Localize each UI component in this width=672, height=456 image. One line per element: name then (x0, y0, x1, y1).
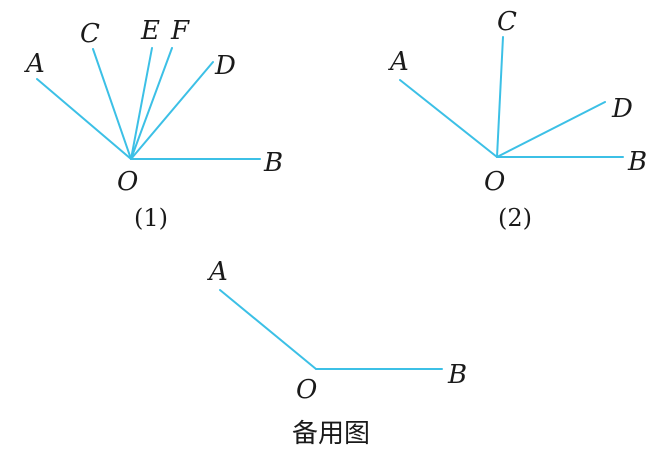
ray-OC-fig2 (496, 36, 504, 158)
ray-OE-fig1 (130, 47, 153, 160)
label-C-fig2: C (497, 7, 517, 37)
label-D-fig1: D (214, 51, 236, 81)
ray-OF-fig1 (130, 47, 173, 160)
figure-1: A C E F D B O (1) (24, 16, 283, 232)
caption-fig1: (1) (134, 204, 168, 232)
label-D-fig2: D (611, 94, 633, 124)
label-A-fig1: A (24, 49, 45, 79)
label-O-fig2: O (484, 167, 505, 197)
label-E-fig1: E (140, 16, 160, 46)
label-B-fig1: B (263, 148, 283, 178)
label-B-fig2: B (627, 147, 647, 177)
figure-spare: A B O 备用图 (207, 257, 467, 449)
ray-OA-fig1 (36, 78, 132, 160)
label-A-fig3: A (207, 257, 228, 287)
label-C-fig1: C (80, 19, 100, 49)
label-O-fig3: O (296, 375, 317, 405)
label-F-fig1: F (170, 16, 190, 46)
label-A-fig2: A (388, 47, 409, 77)
caption-spare: 备用图 (292, 419, 370, 449)
label-O-fig1: O (117, 167, 138, 197)
caption-fig2: (2) (498, 204, 532, 232)
figure-2: A C D B O (2) (388, 7, 647, 232)
ray-OA-fig3 (219, 289, 317, 370)
ray-OD-fig2 (496, 101, 606, 158)
label-B-fig3: B (447, 360, 467, 390)
ray-OA-fig2 (399, 79, 498, 158)
ray-OD-fig1 (130, 61, 214, 160)
ray-OC-fig1 (92, 48, 132, 160)
